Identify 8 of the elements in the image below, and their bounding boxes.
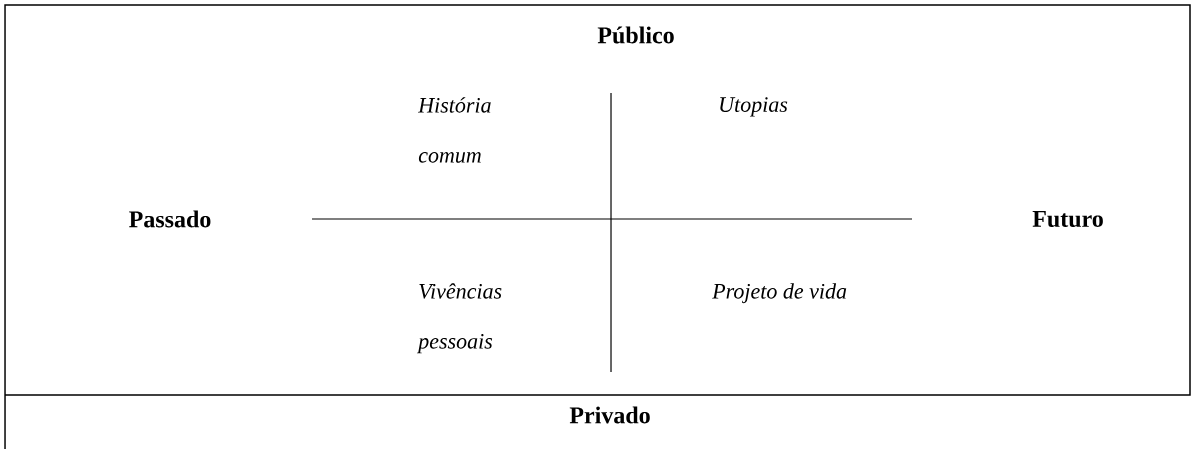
quadrant-label: História comum <box>418 97 491 163</box>
axis-label: Futuro <box>1032 211 1103 227</box>
axis-label: Privado <box>569 406 650 424</box>
axis-label: Passado <box>129 210 211 228</box>
quadrant-label: Projeto de vida <box>712 283 847 304</box>
quadrant-label: Vivências pessoais <box>416 283 502 354</box>
axis-label: Público <box>597 26 674 44</box>
quadrant-label: Utopias <box>720 97 788 117</box>
